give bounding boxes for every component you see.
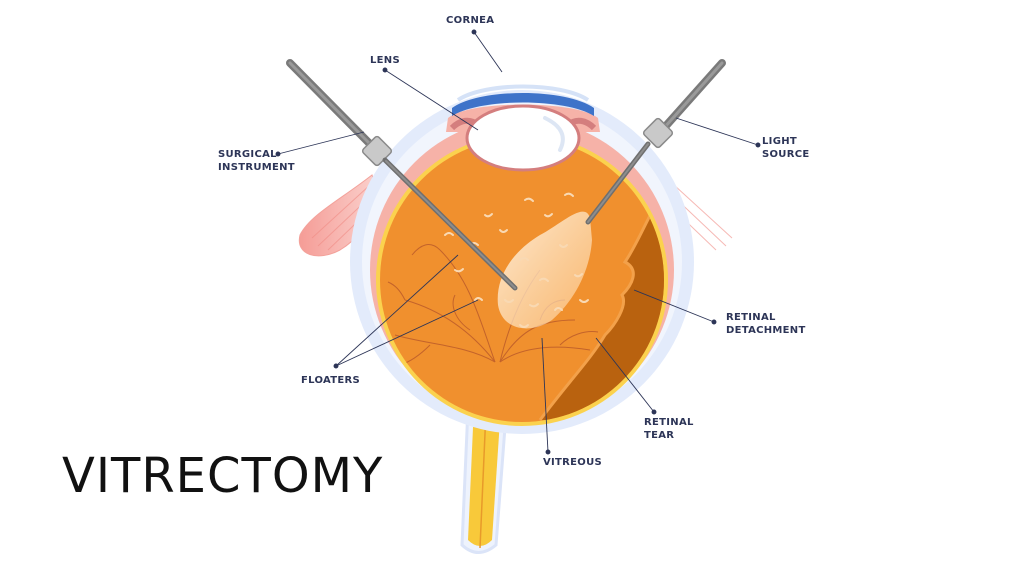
page-title: VITRECTOMY — [62, 448, 383, 504]
label-retinal-detachment: RETINAL DETACHMENT — [726, 311, 806, 337]
label-retinal-tear: RETINAL TEAR — [644, 416, 694, 442]
label-vitreous: VITREOUS — [543, 456, 602, 469]
label-cornea: CORNEA — [446, 14, 494, 27]
eye-muscle-right — [669, 175, 1024, 256]
label-lens: LENS — [370, 54, 400, 67]
label-surgical-instrument: SURGICAL INSTRUMENT — [218, 148, 295, 174]
label-floaters: FLOATERS — [301, 374, 360, 387]
label-light-source: LIGHT SOURCE — [762, 135, 810, 161]
